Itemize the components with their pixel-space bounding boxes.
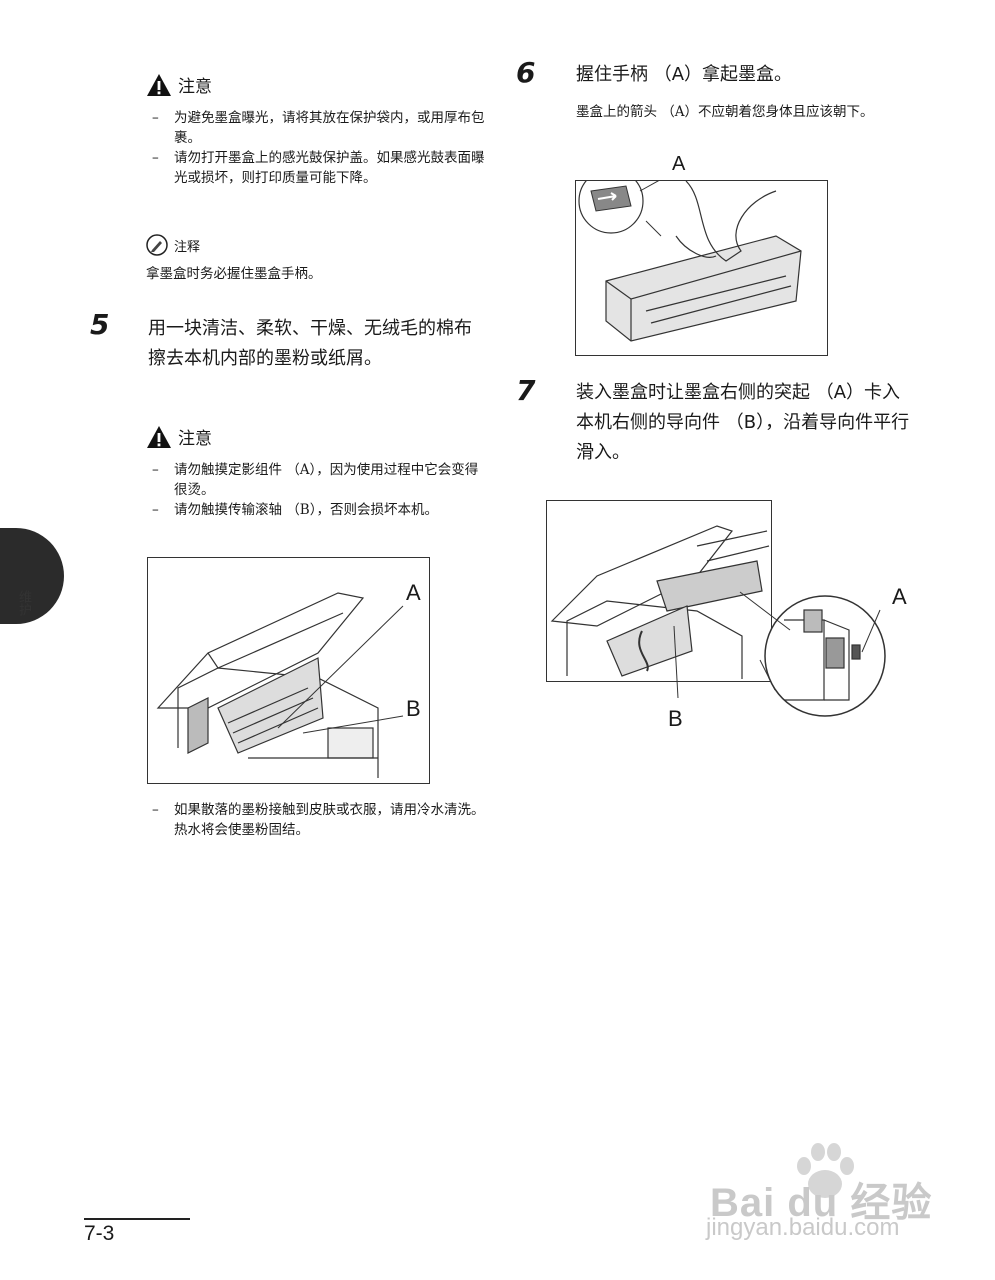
warning-icon [147, 73, 171, 96]
list-item: 请勿触摸定影组件 （A），因为使用过程中它会变得很烫。 [146, 460, 486, 500]
caution-title: 注意 [178, 77, 212, 97]
callout-a: A [892, 584, 907, 609]
note-title: 注释 [174, 239, 201, 255]
cartridge-drawing [578, 168, 802, 342]
list-item: 如果散落的墨粉接触到皮肤或衣服，请用冷水清洗。热水将会使墨粉固结。 [146, 800, 486, 840]
zoom-callout-detail [764, 590, 886, 722]
step-text-5: 用一块清洁、柔软、干燥、无绒毛的棉布擦去本机内部的墨粉或纸屑。 [148, 318, 472, 369]
printer-insert-drawing [550, 525, 770, 679]
caution-heading-2: 注意 [146, 424, 212, 449]
warning-icon [147, 425, 171, 448]
step-sub-6: 墨盒上的箭头 （A）不应朝着您身体且应该朝下。 [576, 104, 874, 120]
callout-b: B [668, 706, 683, 731]
caution-list-1: 为避免墨盒曝光，请将其放在保护袋内，或用厚布包裹。 请勿打开墨盒上的感光鼓保护盖… [146, 108, 486, 188]
note-text: 拿墨盒时务必握住墨盒手柄。 [146, 266, 322, 282]
step-text-6: 握住手柄 （A）拿起墨盒。 [576, 64, 793, 85]
step-number-7: 7 [516, 374, 536, 407]
page-number: 7-3 [84, 1222, 115, 1245]
printer-illustration-step5: A B [147, 557, 430, 784]
list-item: 为避免墨盒曝光，请将其放在保护袋内，或用厚布包裹。 [146, 108, 486, 148]
section-tab-label: 维护 [16, 590, 31, 616]
footer-rule [84, 1218, 190, 1220]
step-text-7: 装入墨盒时让墨盒右侧的突起 （A）卡入本机右侧的导向件 （B），沿着导向件平行滑… [576, 382, 910, 463]
insert-cartridge-illustration-step7 [546, 500, 772, 682]
caution-title: 注意 [178, 429, 212, 449]
pencil-icon [146, 234, 168, 256]
caution-list-2: 请勿触摸定影组件 （A），因为使用过程中它会变得很烫。 请勿触摸传输滚轴 （B）… [146, 460, 486, 520]
paw-logo-icon [797, 1143, 854, 1198]
cartridge-illustration-step6: A [575, 153, 828, 356]
after-figure-list: 如果散落的墨粉接触到皮肤或衣服，请用冷水清洗。热水将会使墨粉固结。 [146, 800, 486, 840]
watermark-url: jingyan.baidu.com [706, 1214, 900, 1241]
step-number-5: 5 [90, 308, 110, 341]
guide-detail-drawing [764, 595, 886, 717]
callout-a: A [672, 153, 686, 175]
leader-lines [673, 591, 881, 699]
note-heading: 注释 [146, 234, 200, 256]
callout-a: A [406, 580, 421, 605]
list-item: 请勿触摸传输滚轴 （B），否则会损坏本机。 [146, 500, 486, 520]
watermark-brand: Bai du 经验 [710, 1181, 933, 1225]
list-item: 请勿打开墨盒上的感光鼓保护盖。如果感光鼓表面曝光或损坏，则打印质量可能下降。 [146, 148, 486, 188]
caution-heading-1: 注意 [146, 72, 212, 97]
callout-b: B [406, 696, 421, 721]
step-number-6: 6 [516, 56, 536, 89]
printer-open-drawing [156, 592, 404, 778]
